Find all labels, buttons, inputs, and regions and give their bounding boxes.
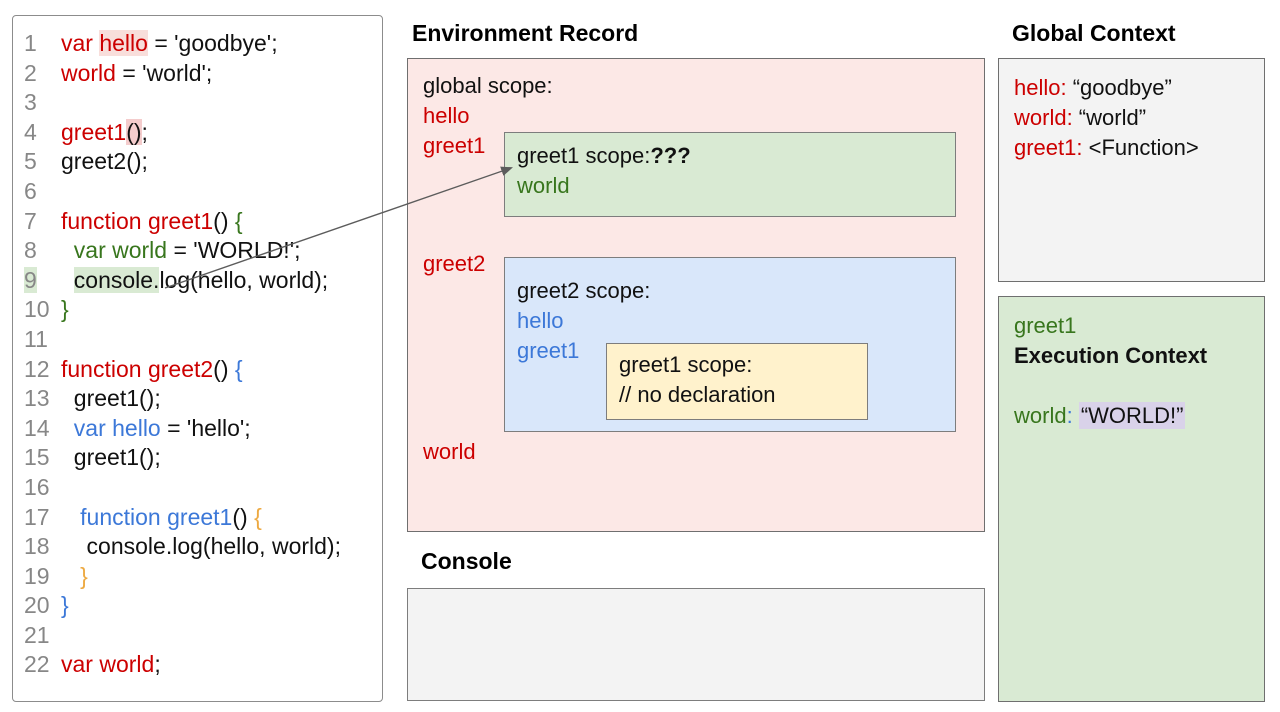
environment-record-box: global scope: hello greet1 greet2 world … [407,58,985,532]
gc-key-hello: hello: [1014,75,1067,100]
gc-key-world: world: [1014,105,1073,130]
code-line: 18 console.log(hello, world); [24,533,341,560]
execution-context-box: greet1 Execution Context world: “WORLD!” [998,296,1265,702]
greet2-scope-var-hello: hello [517,308,564,333]
greet1-scope-box: greet1 scope:??? world [504,132,956,217]
greet1-scope-var-world: world [517,173,570,198]
code-line: 15 greet1(); [24,444,161,471]
environment-record-title: Environment Record [412,20,639,46]
ec-function-name: greet1 [1014,313,1077,338]
global-scope-var-greet2: greet2 [423,251,486,276]
global-context-box: hello: “goodbye” world: “world” greet1: … [998,58,1265,282]
code-line: 14 var hello = 'hello'; [24,414,251,441]
greet2-scope-var-greet1: greet1 [517,338,580,363]
code-line: 19 } [24,562,88,589]
ec-var-key: world [1014,403,1067,428]
inner-greet1-scope-label: greet1 scope: [619,352,753,377]
code-line: 17 function greet1() { [24,503,262,530]
inner-greet1-scope-comment: // no declaration [619,382,776,407]
global-context-title: Global Context [1012,20,1176,46]
code-line: 8 var world = 'WORLD!'; [24,237,301,264]
inner-greet1-scope-box: greet1 scope: // no declaration [606,343,868,420]
gc-value-hello: “goodbye” [1066,75,1172,100]
global-scope-var-greet1: greet1 [423,133,486,158]
greet2-scope-label: greet2 scope: [517,278,651,303]
gc-key-greet1: greet1: [1014,135,1083,160]
execution-context-title: Execution Context [1014,343,1208,368]
console-output-box [407,588,985,701]
global-scope-var-hello: hello [423,103,470,128]
code-line: 16 [24,473,50,500]
greet1-scope-label: greet1 scope: [517,143,651,168]
gc-value-greet1: <Function> [1082,135,1199,160]
code-line: 6 [24,177,37,204]
gc-value-world: “world” [1072,105,1147,130]
greet1-scope-unknown: ??? [650,143,691,168]
global-scope-var-world: world [423,439,476,464]
code-line: 11 [24,325,48,352]
code-line: 10} [24,296,69,323]
code-line: 9 console.log(hello, world); [24,266,329,293]
ec-var-value: “WORLD!” [1078,402,1186,429]
ec-colon: : [1066,403,1073,428]
code-line: 20} [24,592,69,619]
code-line: 13 greet1(); [24,385,161,412]
global-scope-label: global scope: [423,73,553,98]
greet2-scope-box: greet2 scope: hello greet1 greet1 scope:… [504,257,956,432]
console-title: Console [421,548,512,574]
code-line: 21 [24,621,50,648]
code-line: 3 [24,89,37,116]
